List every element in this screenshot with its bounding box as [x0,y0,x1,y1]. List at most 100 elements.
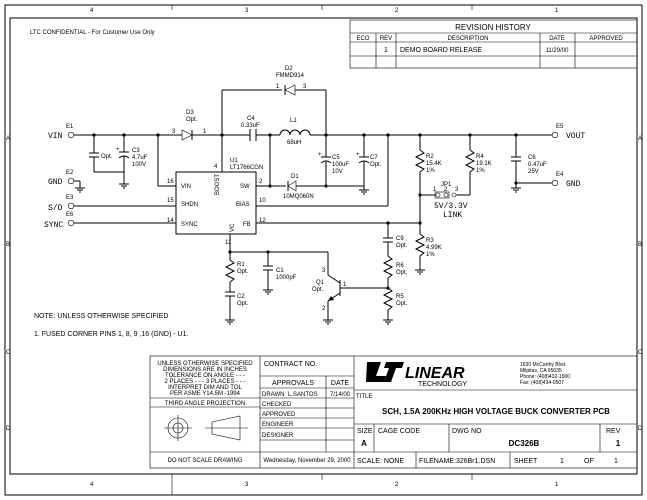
r1-ref: R1 [237,262,245,268]
d2-ref: D2 [285,66,293,72]
confidential-label: LTC CONFIDENTIAL - For Customer Use Only [30,30,155,36]
pin-vc: VC [230,223,236,232]
q1-pin2: 2 [322,306,326,312]
gnd-right-label: GND [566,180,581,189]
c3-volt: 100V [132,162,146,168]
q1-pin1: 1 [343,282,347,288]
r2-val: 15.4K [426,161,442,167]
checked-label: CHECKED [262,402,292,408]
dwg-no-value: DC326B [509,439,540,448]
zone-right-c: C [638,350,643,356]
sheet-label: SHEET [514,458,538,465]
terminal-e1[interactable] [67,131,75,139]
c-opt-label: Opt. [101,154,113,160]
address-3: Phone: (408)432-1900 [520,374,570,380]
contract-label: CONTRACT NO. [264,361,317,368]
gnd-left-label: GND [48,178,63,187]
tol-line-5: INTERPRET DIM AND TOL [168,385,242,391]
linear-logo-icon [366,362,404,382]
of-value: 1 [614,458,618,465]
terminal-e3[interactable] [67,202,75,210]
zone-top-2: 2 [395,8,399,14]
approvals-label: APPROVALS [272,380,314,387]
rev-value: 1 [616,439,621,448]
designer-label: DESIGNER [262,433,294,439]
d3-val: Opt. [186,117,198,123]
terminal-e2[interactable] [67,177,75,185]
zone-markers: 4 3 2 1 4 3 2 1 A B C D A B C D [6,5,643,495]
d2-pin1: 1 [276,84,280,90]
tol-line-1: UNLESS OTHERWISE SPECIFIED [157,361,253,367]
tol-line-4: 2 PLACES - - - 3 PLACES - - - [164,379,245,385]
note-1: 1. FUSED CORNER PINS 1, 8, 9 ,16 (GND) -… [34,331,188,338]
pin-sync: SYNC [181,222,198,228]
u1-ic-body [175,171,257,235]
e6-label: E6 [66,212,74,218]
r6-val: Opt. [396,270,408,276]
c9-ref: C9 [396,236,404,242]
r4-ref: R4 [476,154,484,160]
revision-history-table: REVISION HISTORY ECO REV DESCRIPTION DAT… [349,19,638,69]
d1-ref: D1 [291,174,299,180]
approved-label: APPROVED [262,412,296,418]
cage-code-label: CAGE CODE [378,428,420,435]
q1-pin3: 3 [322,268,326,274]
zone-bottom-1: 1 [555,482,559,488]
zone-bottom-3: 3 [245,482,249,488]
c1-val: 1000pF [276,275,297,281]
zone-right-d: D [638,426,643,432]
title-label: TITLE [356,394,372,400]
r4-tol: 1% [476,168,485,174]
pin-num-10: 10 [259,198,266,204]
vin-net-label: VIN [48,132,63,141]
terminal-e4[interactable] [551,179,559,187]
e3-label: E3 [66,195,74,201]
r5-ref: R5 [396,294,404,300]
revision-history-title: REVISION HISTORY [455,23,531,32]
circuit: E1 VIN E5 VOUT Opt. + C3 4.7uF 100V [44,66,585,325]
row-rev: 1 [384,47,388,54]
c6-val: 0.47uF [528,162,547,168]
col-eco: ECO [356,36,369,42]
d2-part: FMMD914 [276,73,305,79]
pin-num-16: 16 [167,179,174,185]
zone-right-a: A [638,136,642,142]
jp1-pin1: 1 [433,187,437,193]
company-sub: TECHNOLOGY [418,381,467,388]
third-angle-projection-icon [164,415,248,441]
notes-title: NOTE: UNLESS OTHERWISE SPECIFIED [34,313,168,320]
q1-ref: Q1 [316,280,325,286]
zone-left-d: D [6,426,11,432]
c6-volt: 25V [528,169,539,175]
pin-vin: VIN [181,184,191,190]
c5-volt: 10V [332,169,343,175]
title-block: UNLESS OTHERWISE SPECIFIED DIMENSIONS AR… [149,355,638,469]
pin-num-12: 12 [259,218,266,224]
company-name: LINEAR [405,365,465,382]
terminal-e6[interactable] [67,219,75,227]
do-not-scale-label: DO NOT SCALE DRAWING [167,458,242,464]
zone-left-c: C [6,350,11,356]
sync-net-label: SYNC [44,221,63,230]
e2-label: E2 [66,170,74,176]
c5-val: 100uF [332,162,349,168]
r3-tol: 1% [426,252,435,258]
link-label: 5V/3.3V [434,202,468,211]
u1-ref: U1 [230,158,238,164]
d2-pin3: 3 [303,84,307,90]
drawn-label: DRAWN [262,392,284,398]
c5-ref: C5 [332,155,340,161]
date-header-label: DATE [331,380,349,387]
inner-border [9,17,638,475]
c7-val: Opt. [370,162,382,168]
e1-label: E1 [66,124,74,130]
jp1-pin3: 3 [455,187,459,193]
terminal-e5[interactable] [551,131,559,139]
c4-ref: C4 [247,116,255,122]
r2-ref: R2 [426,154,434,160]
d1-part: 10MQ060N [283,194,314,200]
r1-val: Opt. [237,269,249,275]
pin-num-14: 14 [167,218,174,224]
c2-val: Opt. [237,301,249,307]
pin-sw: SW [240,184,250,190]
